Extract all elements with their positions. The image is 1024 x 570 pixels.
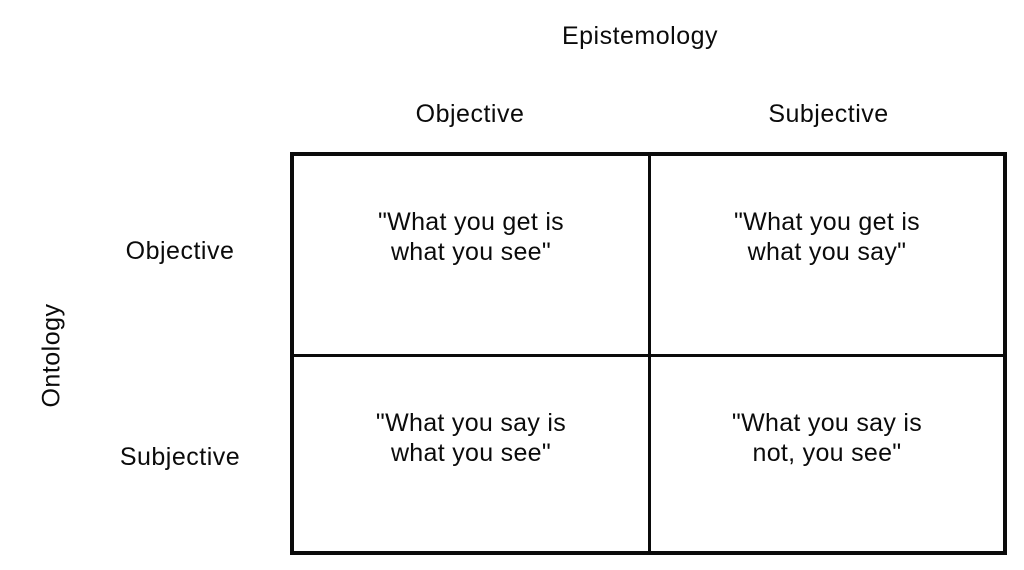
col-header-subjective: Subjective xyxy=(768,100,889,128)
column-headers: Objective Subjective xyxy=(290,100,1007,132)
matrix-cell-objective-subjective: "What you get is what you say" xyxy=(651,156,1003,357)
matrix-cell-subjective-subjective: "What you say is not, you see" xyxy=(731,409,923,467)
axis-title-epistemology: Epistemology xyxy=(561,22,719,50)
col-header-objective: Objective xyxy=(415,100,525,128)
matrix-cell-objective-objective: "What you get is what you see" xyxy=(294,156,651,357)
axis-title-ontology: Ontology xyxy=(37,303,66,408)
row-header-subjective: Subjective xyxy=(119,443,241,471)
matrix-cell-subjective-objective: "What you say is what you see" xyxy=(294,357,651,551)
matrix-grid: "What you get is what you see" "What you… xyxy=(290,152,1007,555)
row-header-objective: Objective xyxy=(125,237,235,265)
